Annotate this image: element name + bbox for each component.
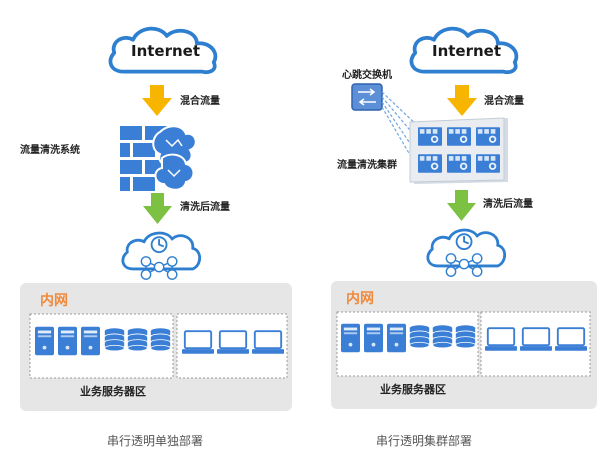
internal-network-cloud-icon <box>121 231 202 281</box>
server-icon <box>58 326 77 356</box>
right-internet-label: Internet <box>432 42 502 60</box>
database-icon <box>127 327 148 352</box>
laptop-icon <box>555 327 587 352</box>
right-cluster-label: 流量清洗集群 <box>337 160 397 171</box>
server-icon <box>81 326 100 356</box>
cluster-device-icon <box>447 154 471 173</box>
laptop-icon <box>485 327 517 352</box>
right-switch-label: 心跳交换机 <box>342 70 392 81</box>
database-icon <box>409 324 430 349</box>
clean-flow-arrow-icon <box>447 190 476 221</box>
cluster-device-icon <box>418 154 442 173</box>
right-diagram <box>331 26 597 409</box>
left-inner-net-label: 内网 <box>40 293 68 309</box>
left-internet-label: Internet <box>131 42 201 60</box>
cluster-device-icon <box>447 127 471 146</box>
server-group-box <box>336 311 479 377</box>
database-icon <box>150 327 171 352</box>
firewall-icon <box>120 125 197 191</box>
laptop-icon <box>182 330 214 355</box>
right-inner-net-label: 内网 <box>346 291 374 307</box>
clean-flow-arrow-icon <box>143 193 172 224</box>
mixed-flow-arrow-icon <box>142 85 172 116</box>
cleaning-cluster <box>409 117 508 184</box>
server-icon <box>364 323 383 353</box>
left-mixed-flow-label: 混合流量 <box>180 96 220 107</box>
left-cleaning-system-label: 流量清洗系统 <box>20 145 80 156</box>
laptop-icon <box>252 330 284 355</box>
cluster-device-icon <box>476 127 500 146</box>
laptop-icon <box>217 330 249 355</box>
internal-network-cloud-icon <box>426 228 507 278</box>
mixed-flow-arrow-icon <box>447 85 477 116</box>
right-server-zone-label: 业务服务器区 <box>380 383 446 396</box>
right-mixed-flow-label: 混合流量 <box>484 96 524 107</box>
cluster-device-icon <box>476 154 500 173</box>
left-clean-flow-label: 清洗后流量 <box>180 202 230 213</box>
database-icon <box>104 327 125 352</box>
left-caption: 串行透明单独部署 <box>107 434 204 448</box>
cluster-device-icon <box>418 127 442 146</box>
right-clean-flow-label: 清洗后流量 <box>483 199 533 210</box>
server-icon <box>341 323 360 353</box>
server-icon <box>35 326 54 356</box>
heartbeat-switch-icon <box>351 83 383 111</box>
database-icon <box>455 324 476 349</box>
laptop-icon <box>520 327 552 352</box>
right-caption: 串行透明集群部署 <box>376 434 473 448</box>
left-server-zone-label: 业务服务器区 <box>80 385 146 398</box>
server-icon <box>387 323 406 353</box>
left-diagram <box>20 26 292 411</box>
database-icon <box>432 324 453 349</box>
